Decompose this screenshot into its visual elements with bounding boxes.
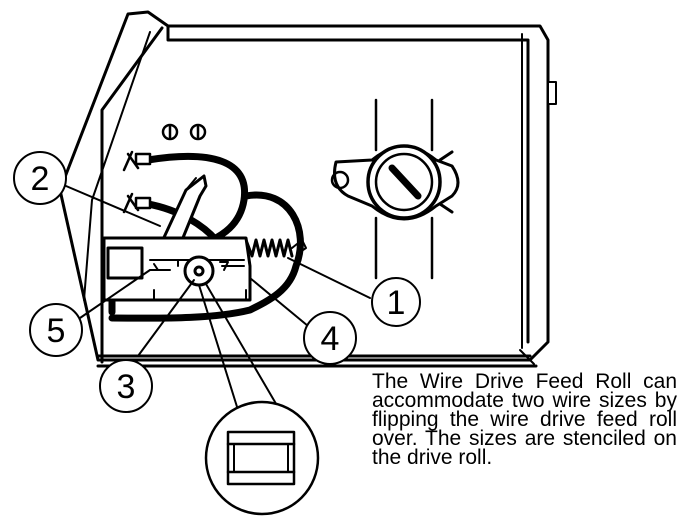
spool-hub	[330, 98, 460, 280]
tension-spring	[244, 238, 307, 258]
callout-3: 3	[117, 368, 136, 406]
cable-lugs	[122, 150, 152, 214]
callout-circles	[13, 151, 421, 413]
callout-1: 1	[387, 284, 406, 322]
mount-screws	[161, 123, 207, 141]
drive-block	[102, 236, 252, 302]
callout-4: 4	[321, 320, 340, 358]
leader-lines	[65, 185, 371, 357]
feed-roll-detail	[198, 283, 320, 516]
welder-housing	[58, 10, 557, 368]
callout-5: 5	[47, 312, 66, 350]
feed-roll-caption: The Wire Drive Feed Roll can accommodate…	[372, 370, 677, 469]
callout-2: 2	[31, 160, 50, 198]
